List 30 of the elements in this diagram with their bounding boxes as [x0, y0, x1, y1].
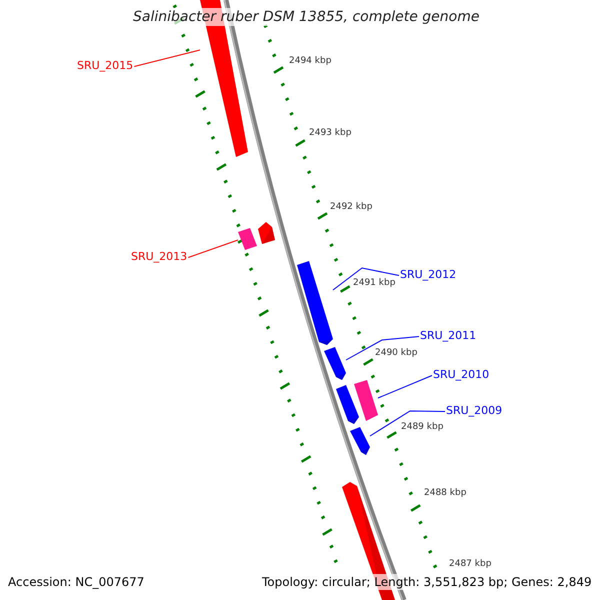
- gene-block: [324, 347, 346, 380]
- tick-label: 2493 kbp: [309, 128, 352, 139]
- gene-block: [238, 228, 257, 250]
- tick-label: 2487 kbp: [449, 559, 492, 570]
- gene-label: SRU_2011: [420, 329, 476, 342]
- tick-label: 2490 kbp: [375, 348, 418, 359]
- gene-label: SRU_2015: [77, 59, 134, 72]
- diagram-title: Salinibacter ruber DSM 13855, complete genome: [131, 8, 482, 26]
- leader-line: [332, 267, 400, 290]
- leader-line: [188, 240, 238, 258]
- accession-text: Accession: NC_007677: [8, 574, 144, 590]
- gene-block: [336, 385, 359, 424]
- leader-line: [346, 336, 420, 360]
- leader-line: [134, 50, 200, 67]
- gene-block: [354, 380, 378, 421]
- gene-block: [297, 261, 333, 345]
- gene-block: [350, 427, 370, 455]
- gene-label: SRU_2012: [400, 268, 456, 281]
- tick-label: 2491 kbp: [353, 278, 396, 289]
- tick-label: 2492 kbp: [330, 202, 372, 213]
- tick-label: 2489 kbp: [401, 422, 444, 433]
- leader-line: [370, 410, 446, 436]
- genome-summary-text: Topology: circular; Length: 3,551,823 bp; Genes: 2,849: [262, 574, 592, 590]
- gene-label: SRU_2013: [131, 250, 188, 263]
- tick-label: 2494 kbp: [289, 56, 332, 67]
- gene-block: [258, 222, 275, 244]
- gene-label: SRU_2009: [446, 404, 502, 417]
- gene-label: SRU_2010: [433, 368, 490, 381]
- leader-line: [378, 375, 432, 398]
- tick-label: 2488 kbp: [424, 488, 466, 499]
